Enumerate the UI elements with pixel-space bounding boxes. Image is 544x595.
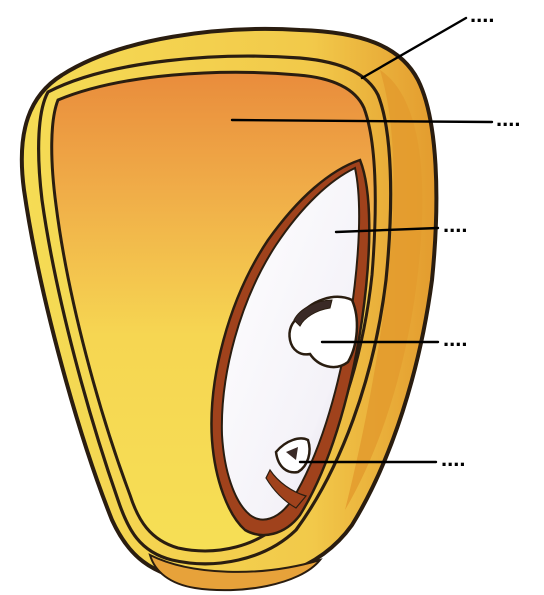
- label-endosperm: ....: [496, 106, 520, 131]
- label-plumule: ....: [443, 326, 467, 351]
- label-pericarp: ....: [470, 2, 494, 27]
- label-cotyledon: ....: [443, 212, 467, 237]
- label-radicle: ....: [441, 446, 465, 471]
